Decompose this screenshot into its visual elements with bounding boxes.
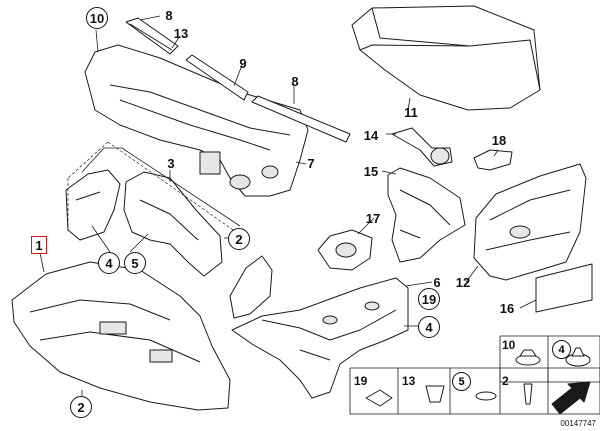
callout-14[interactable]: 14	[363, 127, 379, 143]
hardware-clip-5	[475, 391, 497, 401]
part-17-sound-damper[interactable]	[317, 229, 373, 271]
hardware-label-5: 5	[452, 372, 471, 391]
part-14-sound-pad[interactable]	[391, 127, 453, 167]
hardware-screw-2	[523, 383, 533, 405]
callout-10[interactable]: 10	[86, 7, 108, 29]
hardware-label-4: 4	[552, 340, 571, 359]
part-3-wheelhouse-insulation-right[interactable]	[229, 255, 273, 319]
hardware-clip-4	[565, 347, 591, 367]
callout-8-bottom[interactable]: 8	[291, 73, 299, 89]
part-8-cowl-seal-upper[interactable]	[125, 17, 179, 55]
part-11-parcel-shelf[interactable]	[351, 5, 541, 111]
arrow-symbol-icon	[551, 381, 591, 415]
hardware-label-10: 10	[502, 338, 516, 352]
callout-11[interactable]: 11	[404, 104, 418, 120]
callout-4-left[interactable]: 4	[98, 252, 120, 274]
callout-18[interactable]: 18	[491, 132, 507, 148]
hardware-clip-13	[425, 385, 445, 403]
callout-5[interactable]: 5	[124, 252, 146, 274]
part-12-door-insulation[interactable]	[473, 163, 587, 281]
callout-8-top[interactable]: 8	[165, 7, 173, 23]
part-8-cowl-seal-lower[interactable]	[251, 95, 351, 143]
part-3-wheelhouse-insulation-left[interactable]	[65, 169, 121, 241]
callout-19[interactable]: 19	[418, 288, 440, 310]
callout-2-center[interactable]: 2	[228, 228, 250, 250]
callout-2-bottom[interactable]: 2	[70, 396, 92, 418]
hardware-clip-19	[365, 389, 393, 407]
callout-15[interactable]: 15	[363, 163, 379, 179]
callout-12[interactable]: 12	[455, 274, 471, 290]
hardware-label-2: 2	[502, 374, 509, 388]
hardware-label-19: 19	[354, 374, 368, 388]
part-9-cowl-seal-strip[interactable]	[185, 54, 249, 101]
callout-7[interactable]: 7	[307, 155, 315, 171]
part-18-sound-pad[interactable]	[473, 149, 513, 171]
callout-17[interactable]: 17	[365, 210, 381, 226]
group-bracket-lines	[67, 141, 237, 233]
part-10-cowl-panel[interactable]	[84, 44, 309, 197]
leader-lines	[39, 15, 537, 396]
callout-4-right[interactable]: 4	[418, 316, 440, 338]
part-6-tunnel-insulation[interactable]	[231, 277, 409, 399]
part-16-damping-pad[interactable]	[535, 263, 593, 313]
callout-9[interactable]: 9	[239, 55, 247, 71]
callout-1-highlighted[interactable]: 1	[31, 236, 47, 254]
callout-13[interactable]: 13	[173, 25, 189, 41]
callout-6[interactable]: 6	[433, 274, 441, 290]
callout-3[interactable]: 3	[167, 155, 175, 171]
hardware-clip-10	[515, 349, 541, 366]
part-1-floor-insulation[interactable]	[11, 261, 231, 411]
diagram-id: 00147747	[560, 419, 596, 428]
hardware-grid	[349, 335, 600, 415]
callout-16[interactable]: 16	[499, 300, 515, 316]
part-15-side-insulation[interactable]	[387, 167, 466, 263]
hardware-label-13: 13	[402, 374, 416, 388]
